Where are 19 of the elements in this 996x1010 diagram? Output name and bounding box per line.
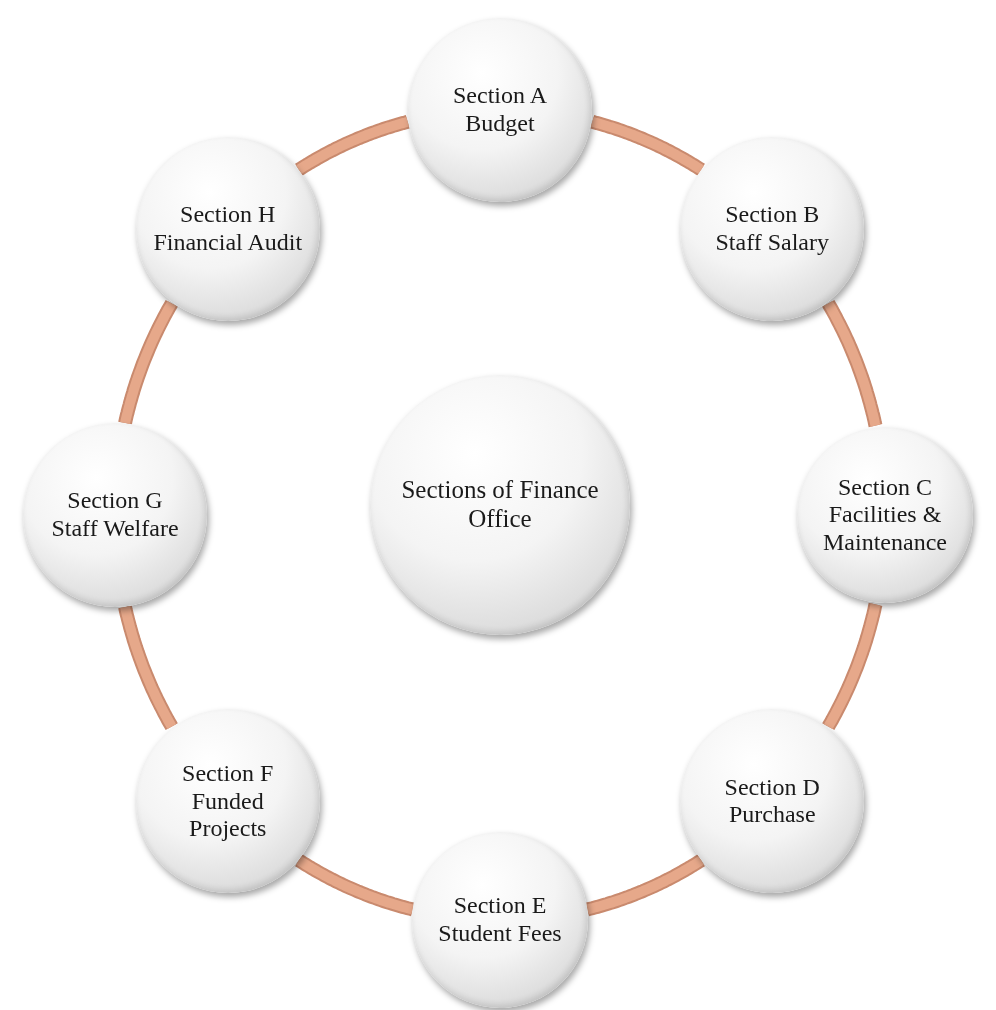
section-title: Section E bbox=[452, 892, 548, 920]
section-title: Section B bbox=[724, 201, 821, 229]
section-title: Section A bbox=[452, 82, 548, 110]
section-title: Section H bbox=[179, 201, 277, 229]
section-label: Purchase bbox=[727, 801, 817, 829]
section-title: Section F bbox=[181, 760, 275, 788]
section-label: Financial Audit bbox=[152, 228, 303, 257]
section-title: Section D bbox=[723, 773, 821, 802]
section-label: Sections of Finance Office bbox=[400, 476, 600, 534]
section-label: Student Fees bbox=[437, 920, 563, 948]
section-label: Staff Welfare bbox=[50, 515, 180, 543]
section-title: Section C bbox=[837, 473, 933, 502]
section-label: Funded Projects bbox=[188, 787, 268, 843]
section-label: Budget bbox=[464, 110, 536, 138]
section-title: Section G bbox=[66, 487, 164, 515]
ring-connector bbox=[822, 600, 883, 732]
section-label: Staff Salary bbox=[714, 228, 830, 257]
ring-connector bbox=[822, 298, 883, 430]
section-label: Facilities & Maintenance bbox=[822, 501, 948, 557]
